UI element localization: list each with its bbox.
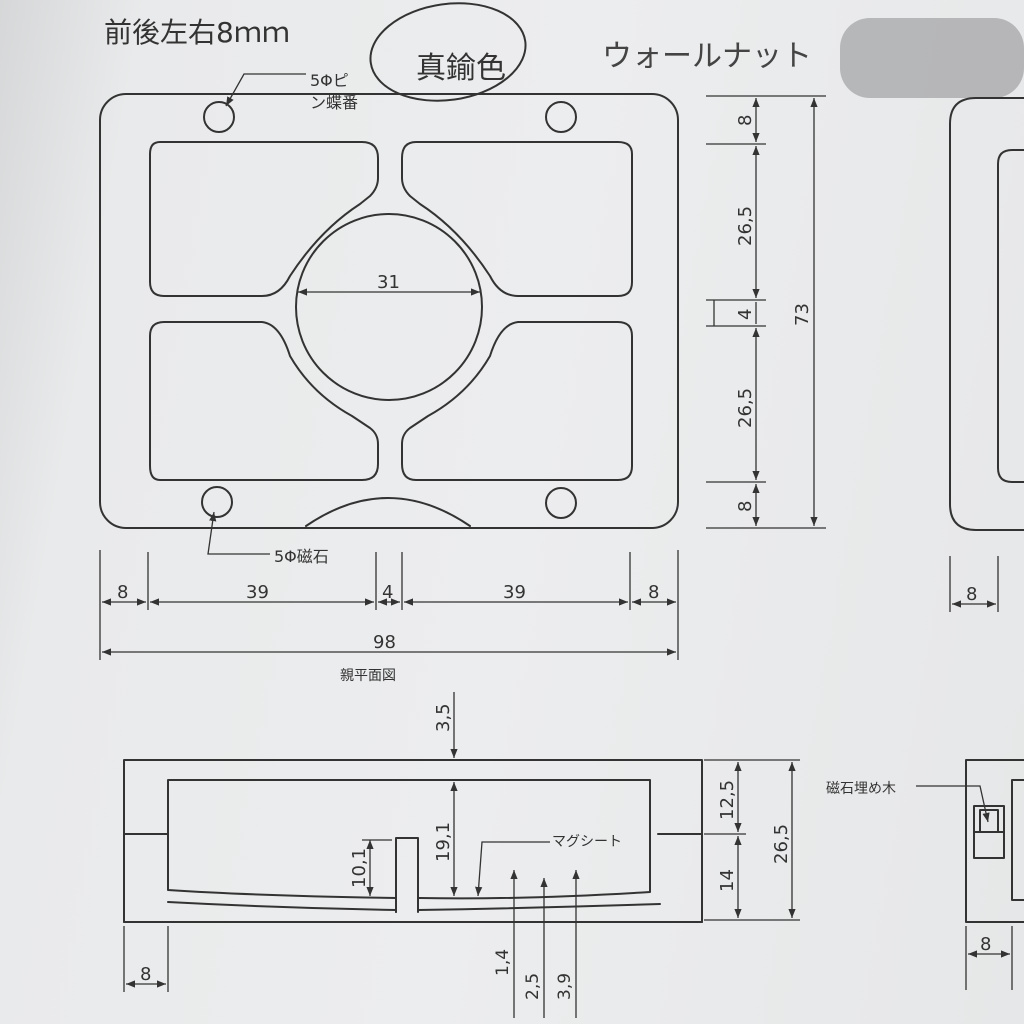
top-dim: 3,5 — [433, 703, 454, 732]
bottom-dim-1: 1,4 — [493, 949, 513, 976]
pocket-top-left — [149, 141, 379, 297]
width-dim-1: 8 — [117, 582, 128, 603]
total-height: 73 — [792, 303, 813, 326]
partial-section-view: 磁石埋め木 8 — [826, 759, 1024, 990]
plan-title: 親平面図 — [340, 668, 396, 684]
width-dimensions: 8 39 4 39 8 98 親平面図 — [99, 550, 679, 684]
magnet-hole-bottom-left — [201, 486, 233, 518]
partial-dim-bottom: 8 — [980, 934, 991, 955]
width-dim-4: 39 — [503, 582, 526, 603]
total-width: 98 — [373, 632, 396, 653]
left-dim: 8 — [140, 964, 151, 985]
partial-dim-top: 8 — [966, 584, 977, 605]
height-dimensions: 8 26,5 4 26,5 8 73 — [706, 95, 826, 529]
width-dim-5: 8 — [648, 582, 659, 603]
pocket-bottom-left — [149, 321, 379, 481]
pocket-bottom-right — [401, 321, 633, 481]
height-dim-2: 26,5 — [735, 206, 756, 246]
pin-hole-top-right — [545, 101, 577, 133]
wood-note: ウォールナット — [602, 39, 812, 74]
partial-plan-view: 8 — [949, 97, 1024, 612]
section-total-height: 26,5 — [771, 824, 792, 864]
pocket-top-right — [401, 141, 633, 297]
height-dim-4: 26,5 — [735, 388, 756, 428]
pin-note-2: ン蝶番 — [310, 93, 358, 112]
width-dim-2: 39 — [246, 582, 269, 603]
material-note: 真鍮色 — [416, 51, 506, 86]
width-dim-3: 4 — [382, 582, 393, 603]
magnet-wood-label: 磁石埋め木 — [826, 781, 896, 797]
right-dim-2: 14 — [717, 869, 738, 892]
magnet-hole-bottom-right — [545, 487, 577, 519]
depth-dim: 19,1 — [433, 822, 454, 862]
slot-depth: 10,1 — [349, 848, 370, 888]
spec-note: 前後左右8ｍｍ — [104, 16, 290, 49]
plan-view: 31 5Φピ ン蝶番 5Φ磁石 — [99, 71, 679, 566]
bottom-arc — [305, 497, 471, 527]
height-dim-3: 4 — [735, 309, 756, 320]
right-dim-1: 12,5 — [717, 780, 738, 820]
outer-frame — [99, 93, 679, 529]
height-dim-1: 8 — [735, 115, 756, 126]
pin-hole-top-left — [203, 101, 235, 133]
height-dim-5: 8 — [735, 501, 756, 512]
bottom-dim-3: 3,9 — [555, 973, 575, 1000]
bottom-dim-2: 2,5 — [523, 973, 543, 1000]
sheet-label: マグシート — [552, 834, 622, 850]
magnet-note: 5Φ磁石 — [274, 547, 329, 566]
section-view: 3,5 19,1 10,1 マグシート 1,4 2,5 3,9 12,5 14 … — [123, 692, 800, 1018]
material-circle — [369, 2, 527, 102]
pin-note-1: 5Φピ — [310, 71, 349, 90]
redacted-area — [840, 18, 1024, 98]
center-circle — [295, 213, 483, 401]
circle-diameter: 31 — [377, 272, 400, 293]
